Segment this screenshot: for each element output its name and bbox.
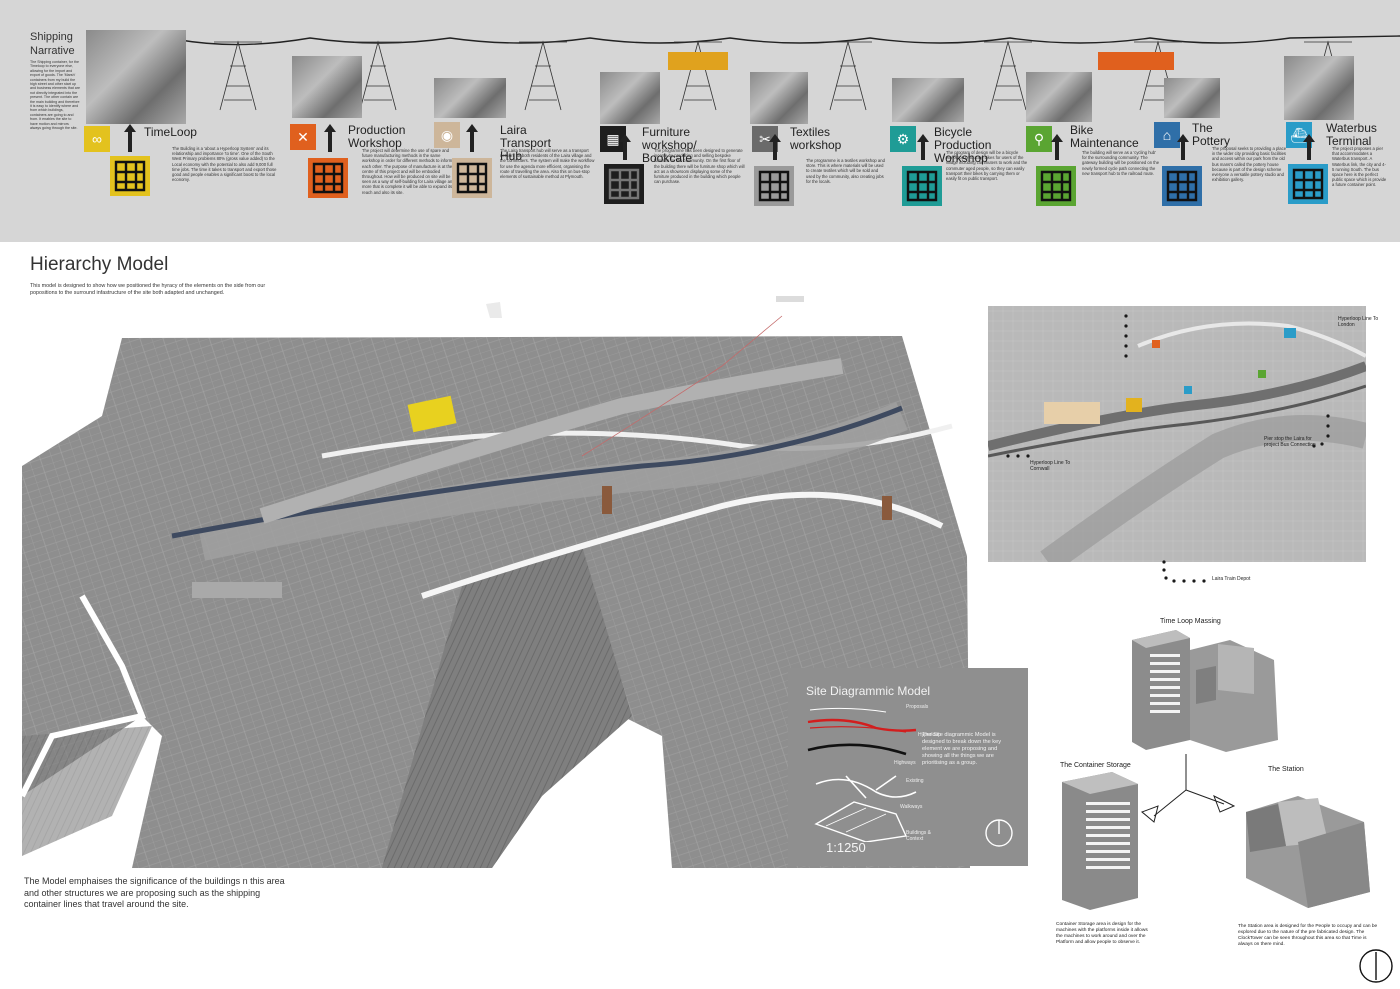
plan-grid-bicycle bbox=[902, 166, 942, 206]
hierarchy-title: Hierarchy Model bbox=[30, 254, 169, 275]
pottery-marker bbox=[1184, 386, 1192, 394]
storage-title: The Container Storage bbox=[1060, 762, 1131, 769]
infinity-icon: ∞ bbox=[84, 126, 110, 152]
plan-grid-bike-maintenance bbox=[1036, 166, 1076, 206]
stop-title-production: Production Workshop bbox=[348, 123, 406, 150]
massing-title: Time Loop Massing bbox=[1160, 618, 1221, 625]
legend-highways: Highways bbox=[894, 760, 916, 766]
map-label-1 bbox=[1040, 308, 1090, 314]
stop-desc-bike-maintenance: The building will serve as a 'cycling hu… bbox=[1082, 150, 1160, 176]
stop-title-pottery: The Pottery bbox=[1192, 121, 1231, 148]
cable-line-diagram bbox=[180, 35, 1400, 111]
timeloop-building-model bbox=[407, 395, 457, 433]
boat-icon: ⛴ bbox=[1286, 122, 1312, 148]
legend-proposals: Proposals bbox=[906, 704, 929, 710]
location-icon: ◉ bbox=[434, 122, 460, 148]
timeloop-photo bbox=[86, 30, 186, 124]
legend-existing: Existing bbox=[906, 778, 924, 784]
production-marker bbox=[1152, 340, 1160, 348]
stop-title-furniture: Furniture workshop/ Bookcafe bbox=[642, 125, 697, 165]
site-diagram-layers bbox=[807, 707, 917, 842]
plan-grid-furniture bbox=[604, 164, 644, 204]
stop-title-bike-maintenance: Bike Maintenance bbox=[1070, 123, 1139, 150]
pylon bbox=[824, 40, 872, 111]
pottery-photo bbox=[1164, 78, 1220, 118]
stop-title-timeloop: TimeLoop bbox=[144, 125, 197, 139]
pylon bbox=[519, 40, 567, 111]
plan-grid-timeloop bbox=[110, 156, 150, 196]
shipping-narrative-title: Shipping Narrative bbox=[30, 31, 75, 57]
stop-desc-transport-hub: The Laira transport hub will serve as a … bbox=[500, 148, 595, 180]
station-title: The Station bbox=[1268, 766, 1304, 773]
bicycle-icon: ⚙ bbox=[890, 126, 916, 152]
bike-maintenance-marker bbox=[1258, 370, 1266, 378]
tools-icon: ✕ bbox=[290, 124, 316, 150]
station-model bbox=[1246, 796, 1370, 908]
axis-arrows bbox=[1141, 754, 1236, 823]
pylon bbox=[984, 40, 1032, 111]
stop-desc-bicycle: The program of design will be a bicycle … bbox=[946, 150, 1028, 182]
stop-desc-timeloop: The Building is a 'about a Hyperloop Sys… bbox=[172, 146, 277, 183]
site-diagram-desc: The Site diagrammic Model is designed to… bbox=[922, 732, 1001, 766]
pylon bbox=[354, 40, 402, 111]
hierarchy-intro: This model is designed to show how we po… bbox=[30, 283, 266, 296]
stop-desc-waterbus: The project proposes a pier that accommo… bbox=[1332, 146, 1387, 188]
site-diagram-panel: Site Diagrammic Model Proposals Hyperloo… bbox=[788, 668, 1028, 866]
timeloop-marker bbox=[1126, 398, 1142, 412]
stop-desc-furniture: The programme has been designed to gener… bbox=[654, 148, 745, 185]
shipping-container bbox=[1098, 52, 1174, 70]
storage-desc: Container Storage area is design for the… bbox=[1056, 922, 1148, 945]
shipping-narrative-intro: The Shipping container, for the Timeloop… bbox=[30, 60, 80, 131]
north-arrow-icon bbox=[985, 819, 1013, 847]
transport-hub-marker bbox=[1044, 402, 1100, 424]
map-label-cornwall: Hyperloop Line To Cornwall bbox=[1030, 460, 1071, 472]
furniture-photo bbox=[600, 72, 660, 124]
site-map-photo bbox=[988, 306, 1366, 562]
plan-grid-pottery bbox=[1162, 166, 1202, 206]
stop-title-textiles: Textiles workshop bbox=[790, 125, 842, 152]
container-storage-model bbox=[1062, 772, 1138, 910]
timeloop-massing-model bbox=[1132, 630, 1278, 752]
waterbus-marker bbox=[1284, 328, 1296, 338]
station-desc: The Station area is designed for the Peo… bbox=[1238, 924, 1378, 947]
plan-grid-production bbox=[308, 158, 348, 198]
textiles-photo bbox=[750, 72, 808, 124]
stop-title-bicycle: Bicycle Production Workshop bbox=[934, 125, 992, 165]
legend-walkways: Walkways bbox=[900, 804, 923, 810]
transport-hub-photo bbox=[434, 78, 506, 118]
site-diagram-scale: 1:1250 bbox=[826, 840, 866, 855]
clock-icon bbox=[1359, 949, 1393, 983]
plan-grid-transport-hub bbox=[452, 158, 492, 198]
production-photo bbox=[292, 56, 362, 118]
hierarchy-footer: The Model emphaises the significance of … bbox=[24, 876, 285, 909]
hierarchy-model-photo bbox=[22, 296, 970, 868]
stop-desc-textiles: The programme is a textiles workshop and… bbox=[806, 158, 885, 184]
flow-arrows bbox=[124, 124, 1315, 160]
legend-hyperloop: Hyperloop bbox=[918, 732, 941, 738]
stop-desc-production: The project will determine the use of sp… bbox=[362, 148, 455, 195]
shipping-container bbox=[668, 52, 728, 70]
stop-desc-pottery: The proposal seeks to providing a place … bbox=[1212, 146, 1287, 183]
stop-title-transport-hub: Laira Transport Hub bbox=[500, 123, 551, 163]
map-label-depot: Laira Train Depot bbox=[1212, 576, 1251, 582]
pylon bbox=[214, 40, 262, 111]
bike-maintenance-photo bbox=[1026, 72, 1092, 122]
depot-dotted-line bbox=[1162, 560, 1206, 583]
plan-grid-waterbus bbox=[1288, 164, 1328, 204]
legend-buildings-context: Buildings & Context bbox=[906, 830, 932, 842]
bicycle-photo bbox=[892, 78, 964, 122]
waterbus-photo bbox=[1284, 56, 1354, 120]
map-label-london: Hyperloop Line To London bbox=[1338, 316, 1379, 328]
stop-title-waterbus: Waterbus Terminal bbox=[1326, 121, 1377, 148]
site-diagram-title: Site Diagrammic Model bbox=[806, 684, 931, 698]
cyclist-icon: ⚲ bbox=[1026, 126, 1052, 152]
plan-grid-textiles bbox=[754, 166, 794, 206]
map-label-pier: Pier stop the Laira for project Bus Conn… bbox=[1264, 436, 1316, 448]
house-icon: ⌂ bbox=[1154, 122, 1180, 148]
